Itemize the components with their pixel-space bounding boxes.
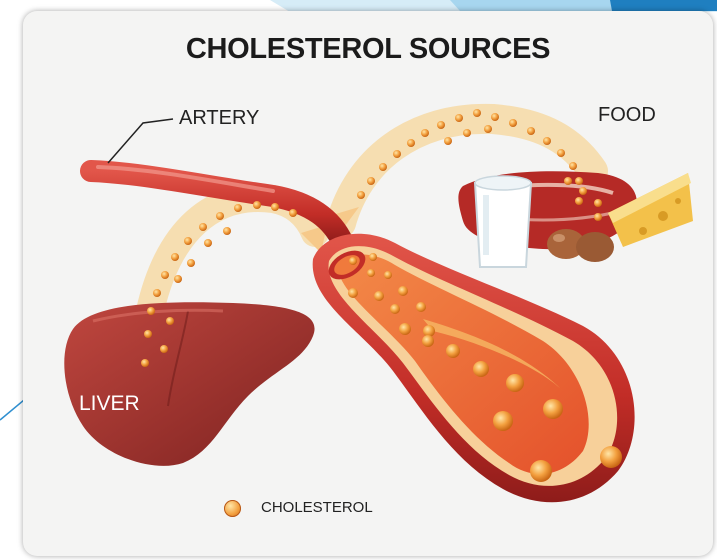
- cholesterol-particle-icon: [224, 500, 241, 517]
- egg: [576, 232, 614, 262]
- food-label: FOOD: [598, 104, 656, 127]
- artery-label: ARTERY: [179, 107, 259, 130]
- cholesterol-illustration: [23, 11, 713, 556]
- liver-label: LIVER: [79, 392, 140, 416]
- legend-label: CHOLESTEROL: [261, 499, 373, 516]
- artery-label-pointer: [108, 119, 173, 163]
- liver: [64, 302, 314, 466]
- food-group: [458, 171, 693, 267]
- diagram-title: CHOLESTEROL SOURCES: [23, 33, 713, 66]
- diagram-card: CHOLESTEROL SOURCES ARTERY FOOD LIVER CH…: [23, 11, 713, 556]
